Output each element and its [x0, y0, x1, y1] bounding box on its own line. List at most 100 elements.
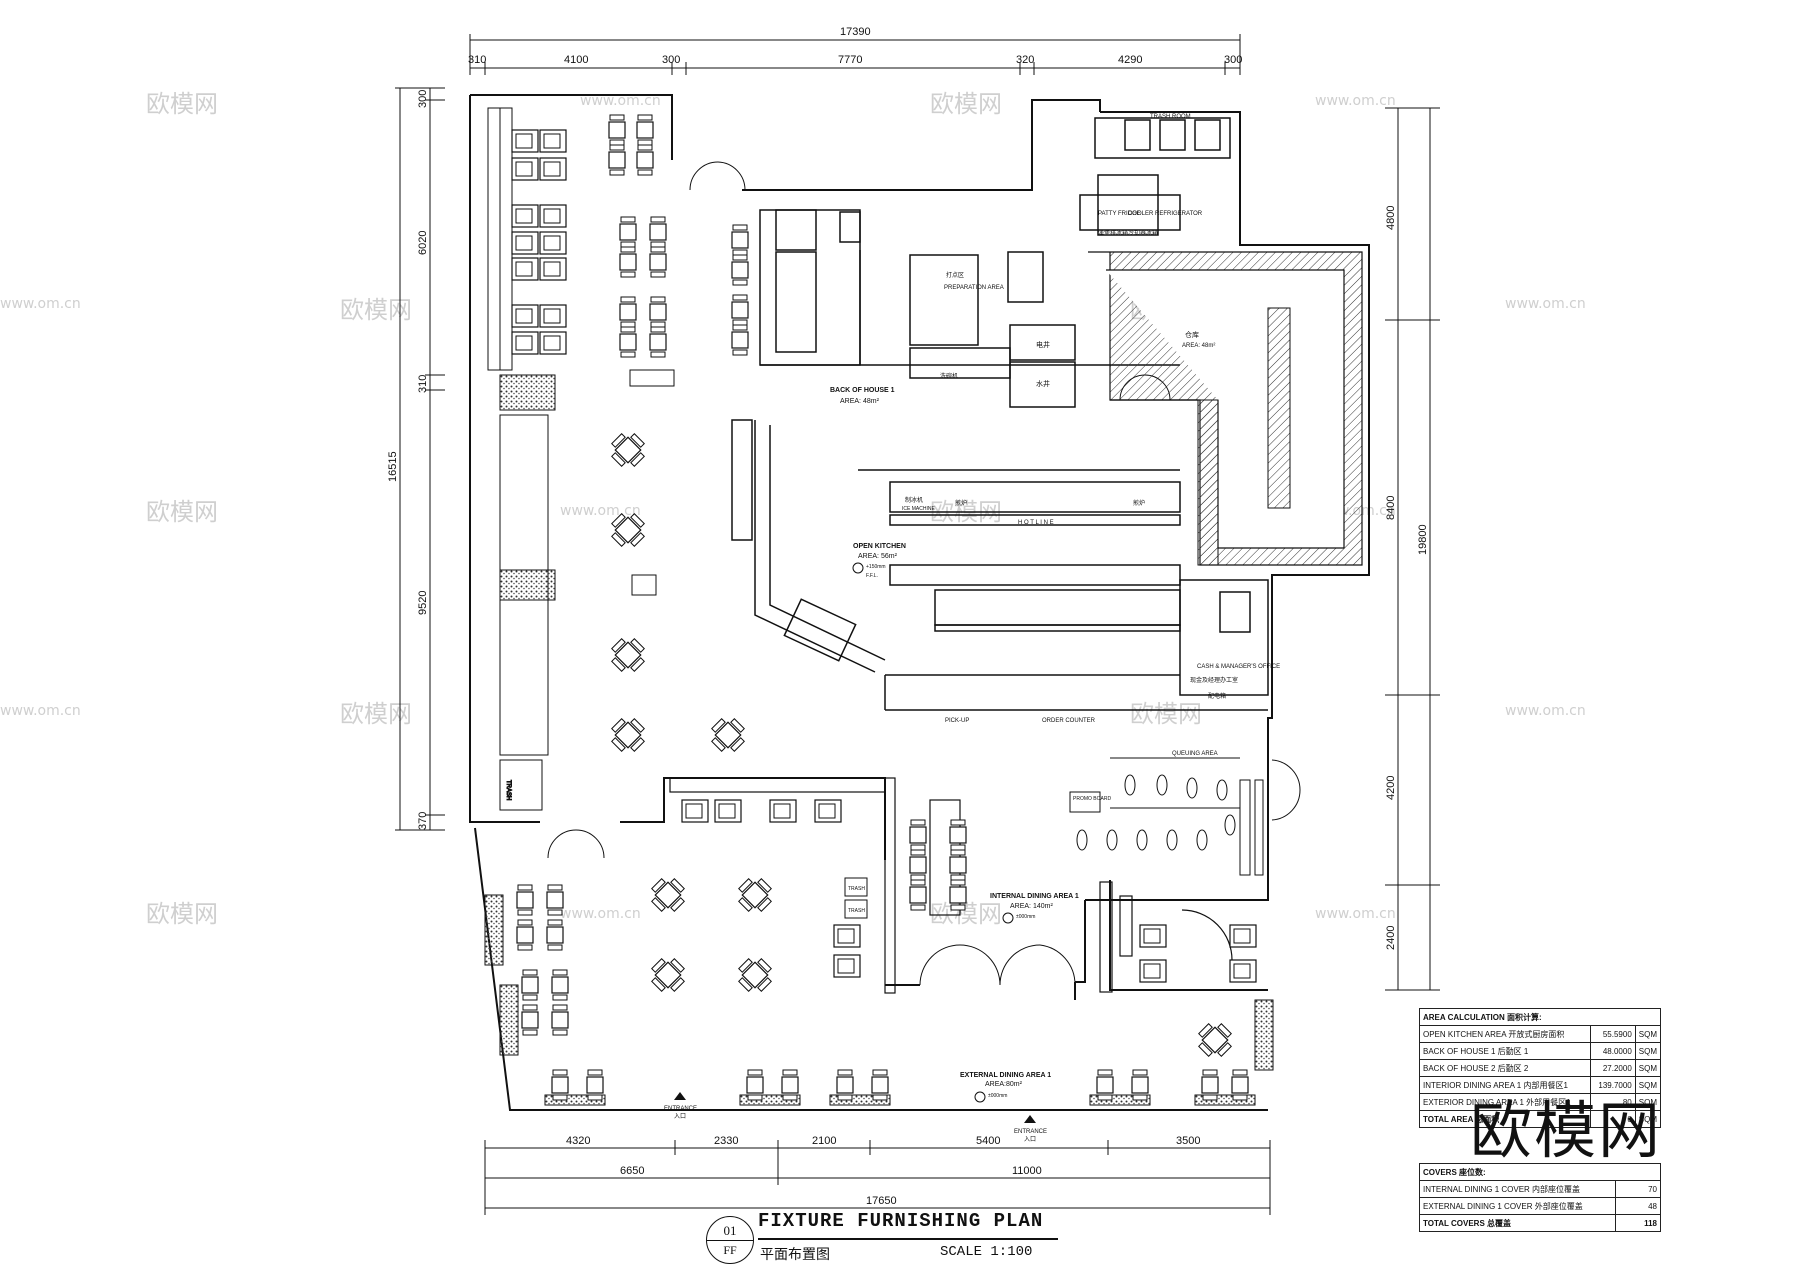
trash-b-label: TRASH	[848, 908, 865, 914]
entrance-markers	[674, 1092, 1036, 1123]
area-unit: SQM	[1634, 1110, 1662, 1128]
boh1-area-label: AREA: 48m²	[840, 398, 880, 405]
watermark-url: www.om.cn	[560, 503, 641, 519]
table-row: INTERNAL DINING 1 COVER 内部座位覆盖 70	[1419, 1180, 1661, 1198]
watermark-url: www.om.cn	[1505, 296, 1586, 312]
dim-top-seg: 4290	[1118, 54, 1142, 66]
left-dimensions	[395, 87, 445, 831]
circle-divider	[707, 1240, 753, 1241]
prep-label: PREPARATION AREA	[944, 285, 1004, 291]
promo-label: PROMO BOARD	[1073, 796, 1111, 802]
patty-fridge-cn-label: 漢堡排冰箱	[1098, 229, 1128, 237]
ice-label: ICE MACHINE	[902, 506, 935, 512]
trash-left-label: TRASH	[505, 780, 511, 800]
drawing-code: FF	[723, 1243, 737, 1257]
internal-dining	[669, 777, 1233, 994]
watermark-url: www.om.cn	[1315, 93, 1396, 109]
watermark-url: www.om.cn	[0, 703, 81, 719]
watermark-logo: 欧模网	[1130, 700, 1202, 728]
entrance-label: ENTRANCE	[664, 1106, 697, 1112]
watermark-logo: 欧模网	[340, 296, 412, 324]
area-unit: SQM	[1634, 1042, 1662, 1060]
drawing-title: FIXTURE FURNISHING PLAN	[758, 1210, 1044, 1232]
area-label: OPEN KITCHEN AREA 开放式厨房面积	[1419, 1025, 1591, 1043]
table-row: TOTAL COVERS 总覆盖 118	[1419, 1214, 1661, 1232]
trash-bin	[844, 899, 868, 919]
table-row: EXTERNAL DINING 1 COVER 外部座位覆盖 48	[1419, 1197, 1661, 1215]
dim-top-seg: 300	[662, 54, 680, 66]
dim-left-seg: 6020	[417, 231, 429, 255]
queue-people	[1076, 774, 1236, 851]
dishwasher-label: 洗碗机	[940, 372, 958, 380]
queuing-label: QUEUING AREA	[1172, 751, 1218, 757]
dim-left-total: 16515	[387, 451, 399, 482]
dim-top-seg: 4100	[564, 54, 588, 66]
area-unit: SQM	[1634, 1025, 1662, 1043]
dim-right-seg: 2400	[1385, 926, 1397, 950]
open-kitchen-area-label: AREA: 56m²	[858, 553, 898, 560]
dim-left-seg: 300	[417, 90, 429, 108]
table-row: EXTERIOR DINING AREA 1 外部用餐区1 80 SQM	[1419, 1093, 1662, 1111]
left-seats	[511, 129, 567, 355]
boh-block	[759, 117, 1231, 408]
warehouse-cn-label: 仓库	[1185, 330, 1199, 339]
open-kitchen	[731, 419, 1269, 711]
warehouse-area-label: AREA: 48m²	[1182, 343, 1215, 349]
dim-top-seg: 320	[1016, 54, 1034, 66]
dim-top-total: 17390	[840, 26, 871, 38]
dim-right-seg: 4800	[1385, 206, 1397, 230]
title-block: 01 FF FIXTURE FURNISHING PLAN 平面布置图 SCAL…	[700, 1208, 1060, 1268]
dim-left-seg: 370	[417, 812, 429, 830]
patty-fridge-label: PATTY FRIDGE	[1098, 211, 1141, 217]
dim-bottom-seg: 3500	[1176, 1135, 1200, 1147]
watermark-logo: 欧模网	[146, 90, 218, 118]
area-value: 48.0000	[1589, 1042, 1636, 1060]
ffl-label: F.F.L.	[866, 573, 878, 579]
entrance-doors	[547, 161, 1301, 986]
elec-label: 电井	[1036, 340, 1050, 349]
boh1-label: BACK OF HOUSE 1	[830, 387, 895, 394]
watermark-url: www.om.cn	[0, 296, 81, 312]
cooler-cn-label: 冷却器冰箱	[1128, 229, 1158, 237]
external-dining	[484, 884, 1274, 1106]
cash-cn-label: 现金及经理办工室	[1190, 676, 1238, 684]
dim-bottom-total: 17650	[866, 1195, 897, 1207]
dim-bottom-seg: 2100	[812, 1135, 836, 1147]
dim-bottom-seg: 2330	[714, 1135, 738, 1147]
area-label: TOTAL AREA 总面积	[1419, 1110, 1591, 1128]
hot-line-label: H O T L I N E	[1018, 520, 1054, 526]
covers-label: TOTAL COVERS 总覆盖	[1419, 1214, 1616, 1232]
dim-bottom-seg: 4320	[566, 1135, 590, 1147]
entrance-cn-label: 入口	[674, 1113, 686, 1120]
covers-value: 70	[1615, 1180, 1661, 1198]
watermark-url: www.om.cn	[560, 906, 641, 922]
internal-dining-label: INTERNAL DINING AREA 1	[990, 893, 1079, 900]
dim-bottom-seg: 6650	[620, 1165, 644, 1177]
watermark-logo: 欧模网	[930, 900, 1002, 928]
ffl-value-2: ±000mm	[1016, 914, 1035, 920]
top-dimensions	[469, 34, 1241, 75]
dim-right-seg: 4200	[1385, 776, 1397, 800]
watermark-url: www.om.cn	[1315, 906, 1396, 922]
cash-label: CASH & MANAGER'S OFFICE	[1197, 664, 1280, 670]
dim-right-seg: 8400	[1385, 496, 1397, 520]
outer-walls	[469, 94, 1370, 1111]
pickup-label: PICK-UP	[945, 718, 969, 724]
drawing-number: 01	[723, 1223, 737, 1238]
dim-right-total: 19800	[1417, 524, 1429, 555]
area-unit: SQM	[1634, 1059, 1662, 1077]
area-calculation-table: AREA CALCULATION 面积计算: OPEN KITCHEN AREA…	[1419, 1008, 1662, 1128]
drawing-subtitle: 平面布置图	[760, 1247, 830, 1263]
internal-dining-tables	[644, 799, 1257, 999]
dining-tables-west	[604, 426, 752, 759]
power-cn-label: 配电箱	[1208, 692, 1226, 700]
brand-logo: 欧模网	[1470, 1094, 1663, 1167]
covers-value: 118	[1615, 1214, 1661, 1232]
level-marker	[1002, 912, 1014, 924]
open-kitchen-label: OPEN KITCHEN	[853, 543, 906, 550]
fryer-label-1: 煎炉	[955, 499, 967, 507]
watermark-url: www.om.cn	[1505, 703, 1586, 719]
table-row: BACK OF HOUSE 2 后勤区 2 27.2000 SQM	[1419, 1059, 1662, 1077]
ice-cn-label: 制冰机	[905, 496, 923, 504]
